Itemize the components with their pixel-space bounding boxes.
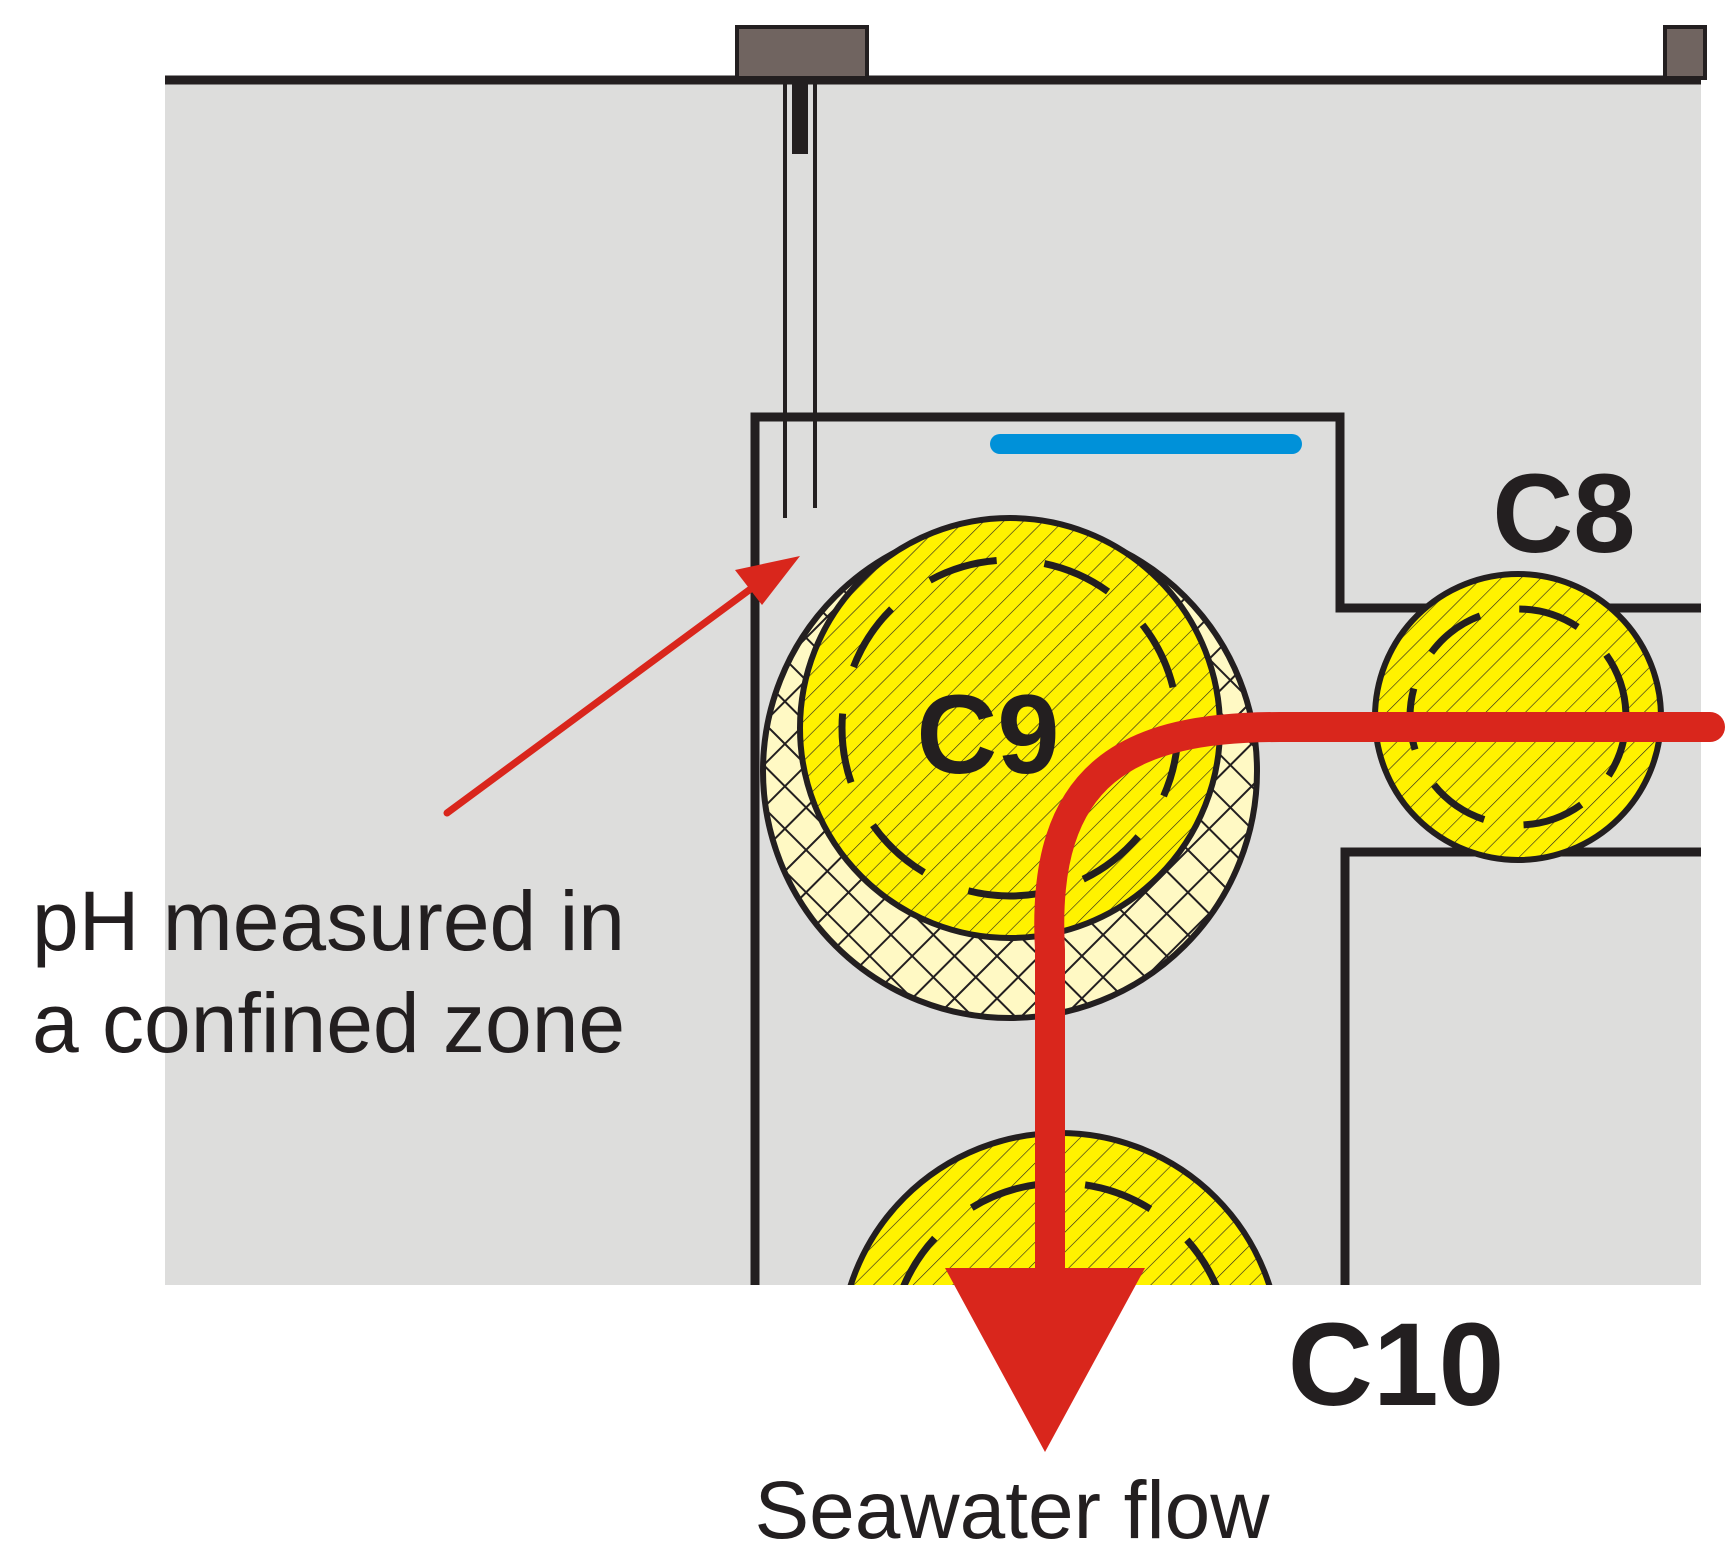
flow-arrow-icon [945,712,1725,1452]
c9-cylinder [760,515,1260,1021]
label-ph-line2: a confined zone [32,976,625,1070]
clamp-left [735,25,869,80]
label-c10: C10 [1288,1299,1504,1431]
ph-probe-icon [783,80,817,518]
label-c9: C9 [916,672,1059,797]
chamber-outline-lower [1340,847,1701,1285]
label-c8: C8 [1492,451,1635,576]
pointer-arrow-icon [443,556,800,817]
label-ph-line1: pH measured in [32,874,625,968]
label-seawater-flow: Seawater flow [754,1465,1270,1549]
clamp-right [1663,25,1707,80]
